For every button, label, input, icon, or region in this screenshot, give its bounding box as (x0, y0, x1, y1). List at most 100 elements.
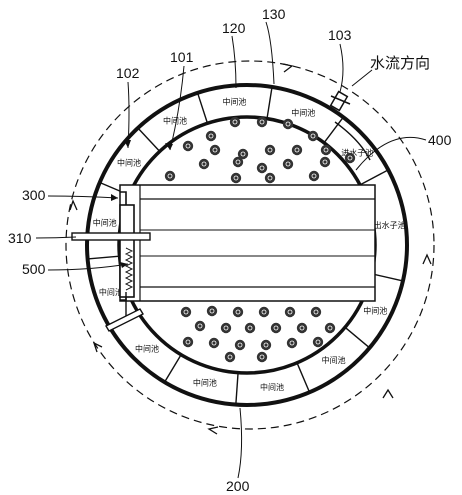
ring-cell-label-mid: 中间池 (363, 305, 387, 315)
inlet-pipe-103 (329, 90, 351, 112)
media-dot (256, 351, 268, 363)
label-500: 500 (22, 261, 46, 277)
leader-120 (231, 35, 237, 89)
leader-flow (351, 69, 373, 87)
flow-arrow-icon (382, 388, 394, 399)
media-dot (198, 158, 210, 170)
label-101: 101 (170, 49, 194, 65)
label-120: 120 (222, 20, 246, 36)
ring-cell-label-mid: 中间池 (99, 287, 123, 297)
media-dot (319, 156, 331, 168)
flow-arrow-icon (422, 253, 432, 265)
ring-cell-label-mid: 中间池 (291, 107, 315, 117)
media-dot (270, 322, 282, 334)
spring-coil (124, 247, 134, 291)
label-200: 200 (226, 478, 250, 494)
media-dots (164, 116, 356, 363)
ring-divider-line (344, 326, 371, 349)
media-dot (205, 130, 217, 142)
ring-divider-line (266, 86, 273, 119)
media-dot (206, 305, 218, 317)
leader-103 (339, 43, 344, 93)
media-dot (237, 148, 249, 160)
arrowhead-icon (165, 143, 173, 150)
ring-cell-label-mid: 中间池 (222, 97, 246, 107)
ring-divider-line (359, 169, 389, 186)
flow-arrow-icon (92, 341, 103, 353)
ring-divider-line (371, 273, 404, 282)
media-dot (284, 306, 296, 318)
media-dot (234, 339, 246, 351)
media-dot (244, 322, 256, 334)
label-flow-direction: 水流方向 (370, 54, 430, 72)
central-module-box (119, 184, 376, 302)
media-dot (264, 144, 276, 156)
media-dot (232, 306, 244, 318)
label-130: 130 (262, 6, 286, 22)
media-dot (220, 322, 232, 334)
flow-arrows (69, 63, 432, 435)
flow-path-dashed-circle (65, 60, 435, 430)
media-dot (291, 144, 303, 156)
ring-divider-line (196, 92, 209, 124)
media-dot (209, 144, 221, 156)
leader-lines (35, 21, 427, 479)
ring-divider-line (296, 362, 311, 393)
media-dot (307, 130, 319, 142)
media-dot (324, 322, 336, 334)
leader-130 (265, 21, 275, 85)
flow-arrow-icon (207, 426, 219, 435)
media-dot (232, 156, 244, 168)
ring-cell-label-mid: 中间池 (322, 355, 346, 365)
arrowhead-icon (124, 140, 131, 148)
leader-400 (355, 136, 427, 171)
leader-arrowheads (111, 140, 173, 268)
media-dot (230, 172, 242, 184)
media-dot (260, 339, 272, 351)
label-102: 102 (116, 65, 140, 81)
media-dot (229, 116, 241, 128)
ring-divider-line (137, 127, 161, 152)
leader-102 (127, 81, 130, 149)
ring-cell-label-outlet: 出水子池 (374, 220, 406, 230)
ring-divider-line (163, 354, 182, 383)
label-103: 103 (328, 27, 352, 43)
media-dot (194, 320, 206, 332)
leader-300 (47, 195, 119, 199)
arm-500 (105, 308, 144, 332)
ring-cell-label-mid: 中间池 (93, 217, 117, 227)
media-dot (208, 337, 220, 349)
media-dot (164, 170, 176, 182)
ring-cell-label-inlet: 进水子池 (341, 147, 373, 157)
label-400: 400 (428, 132, 452, 148)
ring-cell-label-mid: 中间池 (117, 157, 141, 167)
ring-cell-label-mid: 中间池 (135, 344, 159, 354)
label-310: 310 (8, 230, 32, 246)
media-dot (312, 336, 324, 348)
ring-cell-label-mid: 中间池 (260, 382, 284, 392)
central-module (119, 184, 376, 302)
media-dot (182, 140, 194, 152)
shaft-310 (71, 232, 151, 241)
arrowhead-icon (111, 194, 118, 201)
ring-divider-line (87, 255, 120, 260)
ring-cell-label-mid: 中间池 (163, 115, 187, 125)
inlet-pipe-body (329, 90, 349, 112)
media-dot (308, 170, 320, 182)
media-dot (282, 118, 294, 130)
label-300: 300 (22, 187, 46, 203)
ring-cell-labels: 中间池中间池进水子池出水子池中间池中间池中间池中间池中间池中间池中间池中间池中间… (93, 97, 406, 392)
left-mechanism (71, 191, 151, 332)
ring-dividers (87, 86, 404, 405)
media-dot (320, 144, 332, 156)
media-dot (256, 116, 268, 128)
leader-200 (237, 407, 243, 479)
leader-310 (35, 236, 77, 239)
media-dot (182, 336, 194, 348)
media-dot (264, 172, 276, 184)
ring-divider-line (323, 116, 344, 144)
ring-cell-label-mid: 中间池 (193, 378, 217, 388)
media-dot (282, 158, 294, 170)
ring-divider-line (235, 372, 239, 405)
